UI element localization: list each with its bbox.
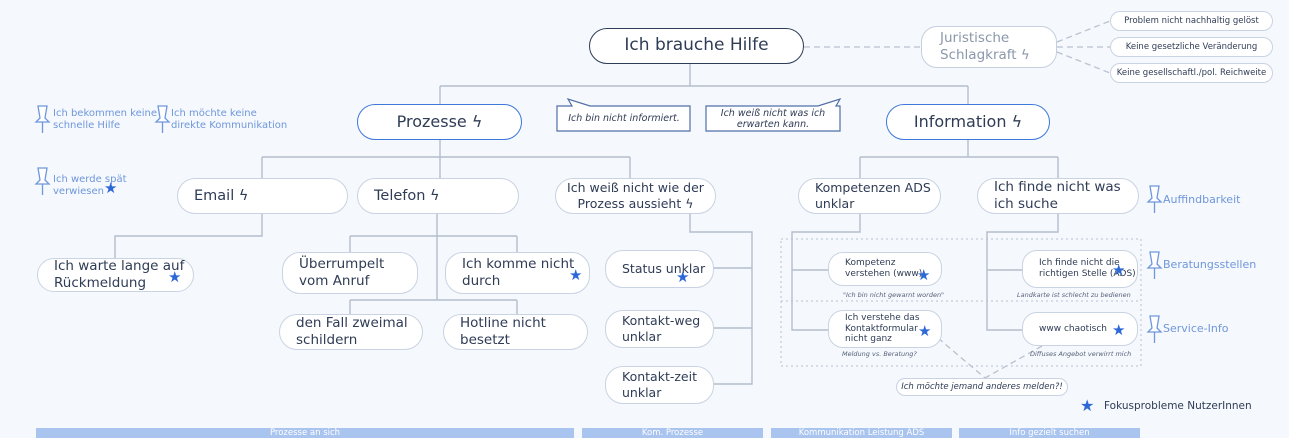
juristische-node[interactable]: Juristische Schlagkraft ϟ <box>921 26 1057 68</box>
richtige-stelle-node[interactable]: Ich finde nicht die richtigen Stelle (AD… <box>1022 250 1138 288</box>
focus-star-icon: ★ <box>918 322 932 340</box>
kontaktzeit-node[interactable]: Kontakt-zeit unklar <box>605 366 714 404</box>
focus-star-icon: ★ <box>104 179 118 197</box>
note-spaet-verwiesen: Ich werde spät verwiesen <box>53 174 127 197</box>
www-chaotisch-caption: Diffuses Angebot verwirrt mich <box>1030 350 1132 358</box>
finde-nicht-node[interactable]: Ich finde nicht was ich suche <box>977 178 1139 214</box>
reason-node[interactable]: Problem nicht nachhaltig gelöst <box>1110 11 1273 31</box>
focus-star-icon: ★ <box>1112 261 1126 279</box>
root-node[interactable]: Ich brauche Hilfe <box>589 28 804 64</box>
reason-node[interactable]: Keine gesellschaftl./pol. Reichweite <box>1110 63 1273 83</box>
nicht-durch-node[interactable]: Ich komme nicht durch <box>445 252 590 294</box>
bar-kom-prozesse: Kom. Prozesse <box>582 428 763 438</box>
focus-star-icon: ★ <box>569 266 583 284</box>
focus-star-icon: ★ <box>1112 321 1126 339</box>
warte-node[interactable]: Ich warte lange auf Rückmeldung <box>37 258 194 292</box>
kompetenz-verstehen-caption: "Ich bin nicht gewarnt worden" <box>843 291 945 299</box>
prozesse-node[interactable]: Prozesse ϟ <box>357 104 522 140</box>
category-beratungsstellen: Beratungsstellen <box>1163 258 1257 271</box>
kontaktformular-node[interactable]: Ich verstehe das Kontaktformular nicht g… <box>828 310 942 348</box>
kontaktweg-node[interactable]: Kontakt-weg unklar <box>605 310 714 348</box>
richtige-stelle-caption: Landkarte ist schlecht zu bedienen <box>1017 291 1131 299</box>
legend-label: Fokusprobleme NutzerInnen <box>1104 400 1252 412</box>
kompetenz-verstehen-node[interactable]: Kompetenz verstehen (www) <box>828 252 942 286</box>
legend-star-icon: ★ <box>1080 396 1095 415</box>
bar-kommunikation-leistung: Kommunikation Leistung ADS <box>771 428 952 438</box>
focus-star-icon: ★ <box>168 268 182 286</box>
information-node[interactable]: Information ϟ <box>886 104 1050 140</box>
email-node[interactable]: Email ϟ <box>177 178 348 214</box>
hotline-node[interactable]: Hotline nicht besetzt <box>443 314 588 350</box>
bar-info-gezielt: Info gezielt suchen <box>959 428 1140 438</box>
prozess-unklar-node[interactable]: Ich weiß nicht wie der Prozess aussieht … <box>555 178 716 214</box>
kompetenzen-node[interactable]: Kompetenzen ADS unklar <box>798 178 941 214</box>
callout-nicht-erwarten: Ich weiß nicht was ich erwarten kann. <box>720 107 826 130</box>
www-chaotisch-node[interactable]: www chaotisch <box>1022 312 1138 346</box>
callout-nicht-informiert: Ich bin nicht informiert. <box>568 113 680 125</box>
category-service-info: Service-Info <box>1163 322 1229 335</box>
ueberrumpelt-node[interactable]: Überrumpelt vom Anruf <box>282 252 418 294</box>
note-keine-schnelle-hilfe: Ich bekommen keine schnelle Hilfe <box>53 108 158 131</box>
note-keine-direkte-kommunikation: Ich möchte keine direkte Kommunikation <box>171 108 288 131</box>
status-node[interactable]: Status unklar <box>605 250 714 288</box>
focus-star-icon: ★ <box>676 268 690 286</box>
reason-node[interactable]: Keine gesetzliche Veränderung <box>1110 37 1273 57</box>
focus-star-icon: ★ <box>917 266 931 284</box>
jemand-anderes-node[interactable]: Ich möchte jemand anderes melden?! <box>896 378 1068 396</box>
telefon-node[interactable]: Telefon ϟ <box>357 178 519 214</box>
category-auffindbarkeit: Auffindbarkeit <box>1163 193 1241 206</box>
zweimal-node[interactable]: den Fall zweimal schildern <box>279 314 423 350</box>
kontaktformular-caption: Meldung vs. Beratung? <box>842 350 917 358</box>
bar-prozesse-an-sich: Prozesse an sich <box>36 428 574 438</box>
